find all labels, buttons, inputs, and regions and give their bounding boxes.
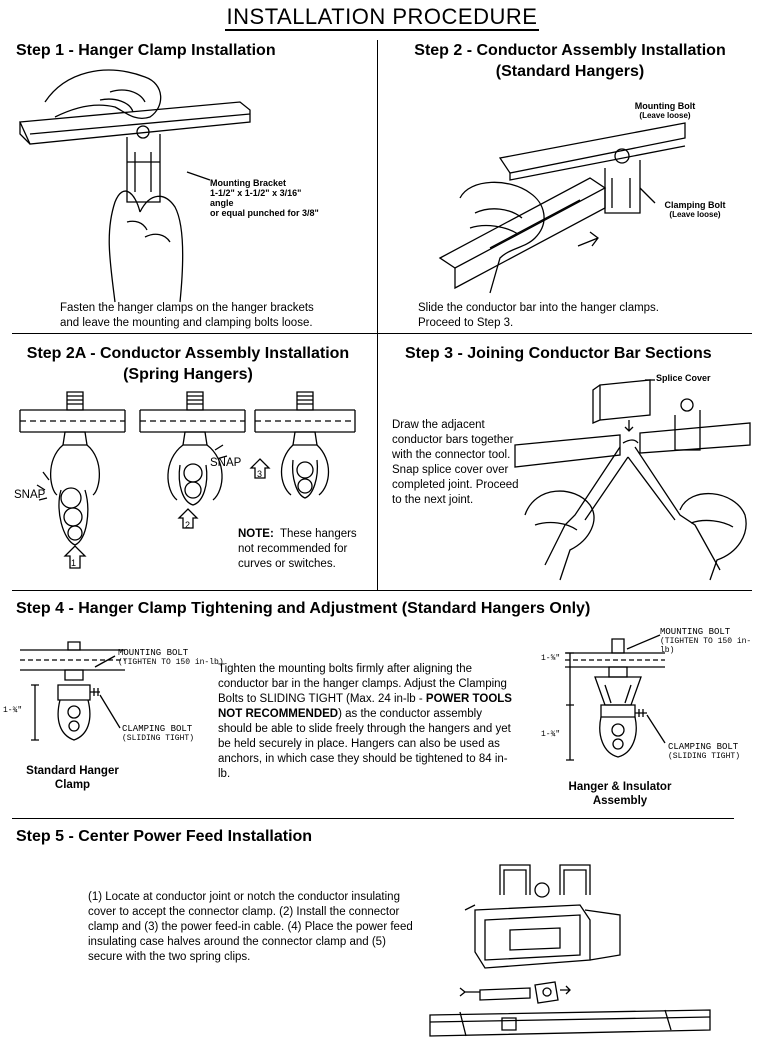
left-clamping-bolt-label: CLAMPING BOLT (SLIDING TIGHT) [122, 724, 195, 744]
hanger-num-1: 1 [71, 558, 77, 568]
column-divider [377, 40, 378, 590]
standard-hanger-clamp-diagram [20, 641, 125, 741]
standard-hanger-caption: Standard Hanger Clamp [26, 765, 119, 791]
step1-heading: Step 1 - Hanger Clamp Installation [16, 42, 276, 59]
step3-text: Draw the adjacent conductor bars togethe… [392, 419, 519, 506]
spring-hangers-illustration [19, 391, 356, 569]
step4-text: Tighten the mounting bolts firmly after … [218, 663, 512, 780]
step3-illustration [514, 379, 751, 581]
left-mounting-bolt-label: MOUNTING BOLT (TIGHTEN TO 150 in-lb) [118, 648, 224, 668]
right-mounting-bolt-label: MOUNTING BOLT (TIGHTEN TO 150 in-lb) [660, 627, 752, 656]
right-dimension-bottom: 1-¾" [541, 730, 561, 739]
step1-text: Fasten the hanger clamps on the hanger b… [60, 302, 314, 329]
snap-label-2: SNAP [210, 457, 242, 469]
insulator-assembly-caption: Hanger & Insulator Assembly [568, 781, 672, 807]
step2-text: Slide the conductor bar into the hanger … [418, 302, 660, 329]
step2-heading: Step 2 - Conductor Assembly Installation… [414, 42, 726, 80]
splice-cover-label: Splice Cover [656, 373, 711, 383]
hanger-insulator-diagram [565, 634, 666, 761]
step2-illustration [438, 122, 686, 294]
right-dimension-top: 1-⅝" [541, 654, 561, 663]
snap-label-1: SNAP [14, 489, 46, 501]
step3-heading: Step 3 - Joining Conductor Bar Sections [405, 345, 712, 362]
mounting-bracket-label: Mounting Bracket 1-1/2" x 1-1/2" x 3/16"… [210, 178, 319, 218]
step2-clamping-bolt-label: Clamping Bolt (Leave loose) [664, 200, 726, 219]
step1-illustration [19, 69, 251, 303]
row-divider-3 [12, 818, 734, 819]
step5-text: (1) Locate at conductor joint or notch t… [88, 891, 413, 963]
row-divider-1 [12, 333, 752, 334]
row-divider-2 [12, 590, 752, 591]
right-clamping-bolt-label: CLAMPING BOLT (SLIDING TIGHT) [668, 742, 741, 762]
spring-hanger-note: NOTE: These hangers not recommended for … [238, 528, 357, 570]
left-dimension-label: 1-¾" [3, 706, 23, 715]
hanger-num-3: 3 [257, 469, 263, 479]
step5-heading: Step 5 - Center Power Feed Installation [16, 828, 313, 845]
step5-illustration [429, 864, 711, 1037]
page-title: INSTALLATION PROCEDURE [224, 4, 540, 31]
step4-heading: Step 4 - Hanger Clamp Tightening and Adj… [16, 600, 591, 617]
step2a-heading: Step 2A - Conductor Assembly Installatio… [26, 345, 350, 383]
hanger-num-2: 2 [185, 520, 191, 530]
step2-mounting-bolt-label: Mounting Bolt (Leave loose) [634, 101, 696, 120]
